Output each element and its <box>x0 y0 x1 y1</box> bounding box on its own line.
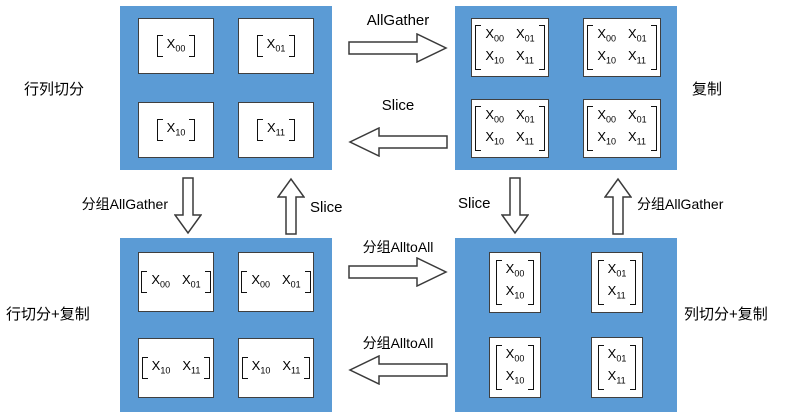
matrix-cell: X10 <box>138 102 214 158</box>
label-group-allgather-left: 分组AllGather <box>81 196 168 212</box>
matrix-cell: X01 <box>238 18 314 74</box>
allgather-right-arrow-icon <box>348 33 448 63</box>
label-row-column-split: 行列切分 <box>24 81 85 98</box>
label-allgather: AllGather <box>366 12 430 29</box>
label-group-allgather-right: 分组AllGather <box>637 196 724 212</box>
slice-up-arrow-icon <box>277 177 305 235</box>
matrix-cell: X00 <box>138 18 214 74</box>
group-alltoall-right-arrow-icon <box>348 257 448 287</box>
group-allgather-down-arrow-icon <box>174 177 202 235</box>
slice-down-arrow-icon <box>501 177 529 235</box>
label-replicated: 复制 <box>692 81 723 98</box>
label-group-alltoall-bottom: 分组AlltoAll <box>362 335 434 351</box>
matrix-cell: X11 <box>238 102 314 158</box>
slice-left-arrow-icon <box>348 127 448 157</box>
label-slice-left: Slice <box>310 199 343 216</box>
group-alltoall-left-arrow-icon <box>348 355 448 385</box>
panel-row-column-split: X00 X01 X10 X11 <box>120 6 332 170</box>
label-slice-top: Slice <box>381 97 415 114</box>
label-group-alltoall-top: 分组AlltoAll <box>362 239 434 255</box>
group-allgather-up-arrow-icon <box>604 177 632 235</box>
label-column-split-replicated: 列切分+复制 <box>684 306 768 323</box>
label-slice-right: Slice <box>458 195 491 212</box>
label-row-split-replicated: 行切分+复制 <box>6 306 90 323</box>
